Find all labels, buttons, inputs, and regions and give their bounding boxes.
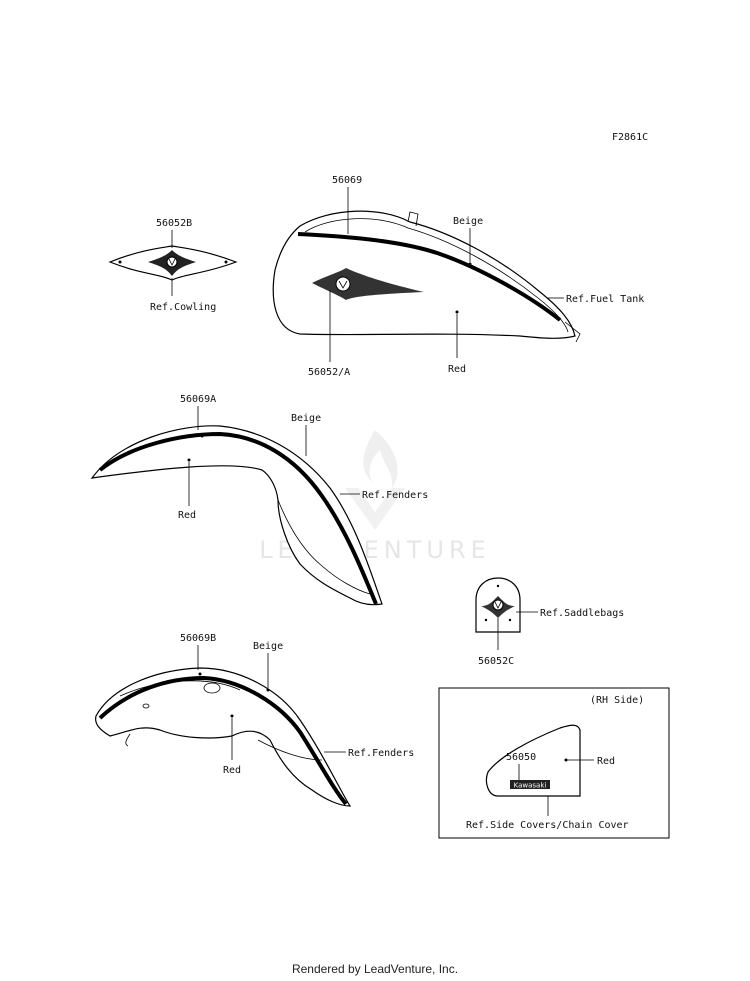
tank-emblem-part-no: 56052/A [308,367,350,378]
fuel-tank-drawing [272,210,581,343]
tank-beige-label: Beige [453,216,483,227]
front-fender-ref-label: Ref.Fenders [362,490,428,501]
cowling-emblem-part-no: 56052B [156,218,192,229]
rear-fender-red-label: Red [223,765,241,776]
cowling-ref-label: Ref.Cowling [150,302,216,313]
side-cover-part-no: 56050 [506,752,536,763]
footer-credit: Rendered by LeadVenture, Inc. [291,962,459,976]
fuel-tank-ref-label: Ref.Fuel Tank [566,294,644,305]
cowling-emblem-drawing [108,245,238,281]
figure-code: F2861C [612,132,648,143]
tank-red-label: Red [448,364,466,375]
rear-fender-ref-label: Ref.Fenders [348,748,414,759]
saddlebag-ref-label: Ref.Saddlebags [540,608,624,619]
front-fender-beige-label: Beige [291,413,321,424]
rear-fender-beige-label: Beige [253,641,283,652]
tank-stripe-part-no: 56069 [332,175,362,186]
front-fender-red-label: Red [178,510,196,521]
rear-fender-part-no: 56069B [180,633,216,644]
saddlebag-emblem-part-no: 56052C [478,656,514,667]
rh-side-label: (RH Side) [590,695,644,706]
watermark-logo [345,430,405,530]
side-cover-ref-label: Ref.Side Covers/Chain Cover [466,820,629,831]
front-fender-drawing [90,425,383,606]
saddlebag-emblem-drawing [475,577,521,633]
kawasaki-logo-text: Kawasaki [514,782,547,790]
rear-fender-drawing [95,667,352,807]
side-cover-red-label: Red [597,756,615,767]
front-fender-part-no: 56069A [180,394,216,405]
